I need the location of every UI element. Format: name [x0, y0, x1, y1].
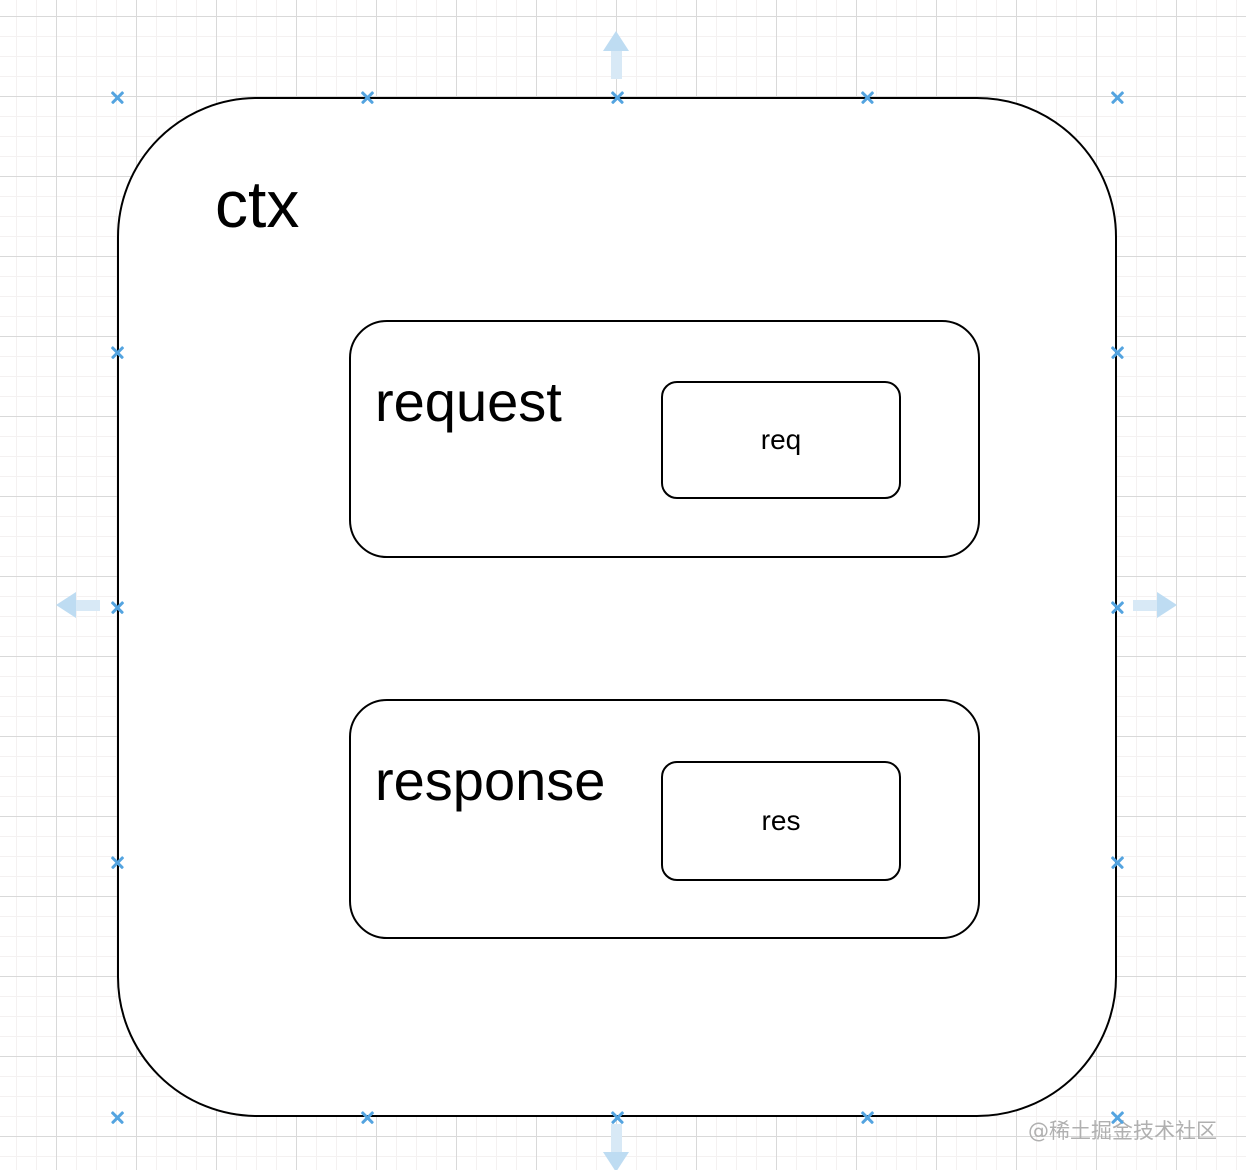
connection-point-x-icon[interactable] [610, 1110, 625, 1125]
request-shape[interactable]: request req [349, 320, 980, 558]
connection-point-x-icon[interactable] [1110, 600, 1125, 615]
req-label: req [760, 424, 802, 455]
direction-arrow-up-icon[interactable] [603, 31, 629, 79]
arrow-head [1157, 592, 1177, 618]
res-label: res [761, 805, 801, 836]
connection-point-x-icon[interactable] [110, 345, 125, 360]
arrow-shaft [1133, 599, 1157, 611]
connection-point-x-icon[interactable] [360, 90, 375, 105]
arrow-shaft [610, 51, 622, 79]
direction-arrow-left-icon[interactable] [56, 592, 100, 618]
direction-arrow-right-icon[interactable] [1133, 592, 1177, 618]
response-shape[interactable]: response res [349, 699, 980, 939]
connection-point-x-icon[interactable] [1110, 855, 1125, 870]
connection-point-x-icon[interactable] [860, 90, 875, 105]
connection-point-x-icon[interactable] [1110, 345, 1125, 360]
arrow-shaft [76, 599, 100, 611]
connection-point-x-icon[interactable] [860, 1110, 875, 1125]
response-label: response [375, 749, 606, 812]
res-shape[interactable]: res [661, 761, 901, 881]
connection-point-x-icon[interactable] [360, 1110, 375, 1125]
ctx-shape[interactable]: ctx request req response res [117, 97, 1117, 1117]
arrow-head [603, 31, 629, 51]
ctx-label: ctx [215, 167, 300, 241]
direction-arrow-down-icon[interactable] [603, 1124, 629, 1170]
arrow-shaft [610, 1124, 622, 1152]
connection-point-x-icon[interactable] [110, 600, 125, 615]
req-shape[interactable]: req [661, 381, 901, 499]
connection-point-x-icon[interactable] [1110, 90, 1125, 105]
connection-point-x-icon[interactable] [110, 90, 125, 105]
connection-point-x-icon[interactable] [110, 1110, 125, 1125]
connection-point-x-icon[interactable] [610, 90, 625, 105]
arrow-head [56, 592, 76, 618]
connection-point-x-icon[interactable] [110, 855, 125, 870]
request-label: request [375, 370, 562, 433]
arrow-head [603, 1152, 629, 1170]
connection-point-x-icon[interactable] [1110, 1110, 1125, 1125]
